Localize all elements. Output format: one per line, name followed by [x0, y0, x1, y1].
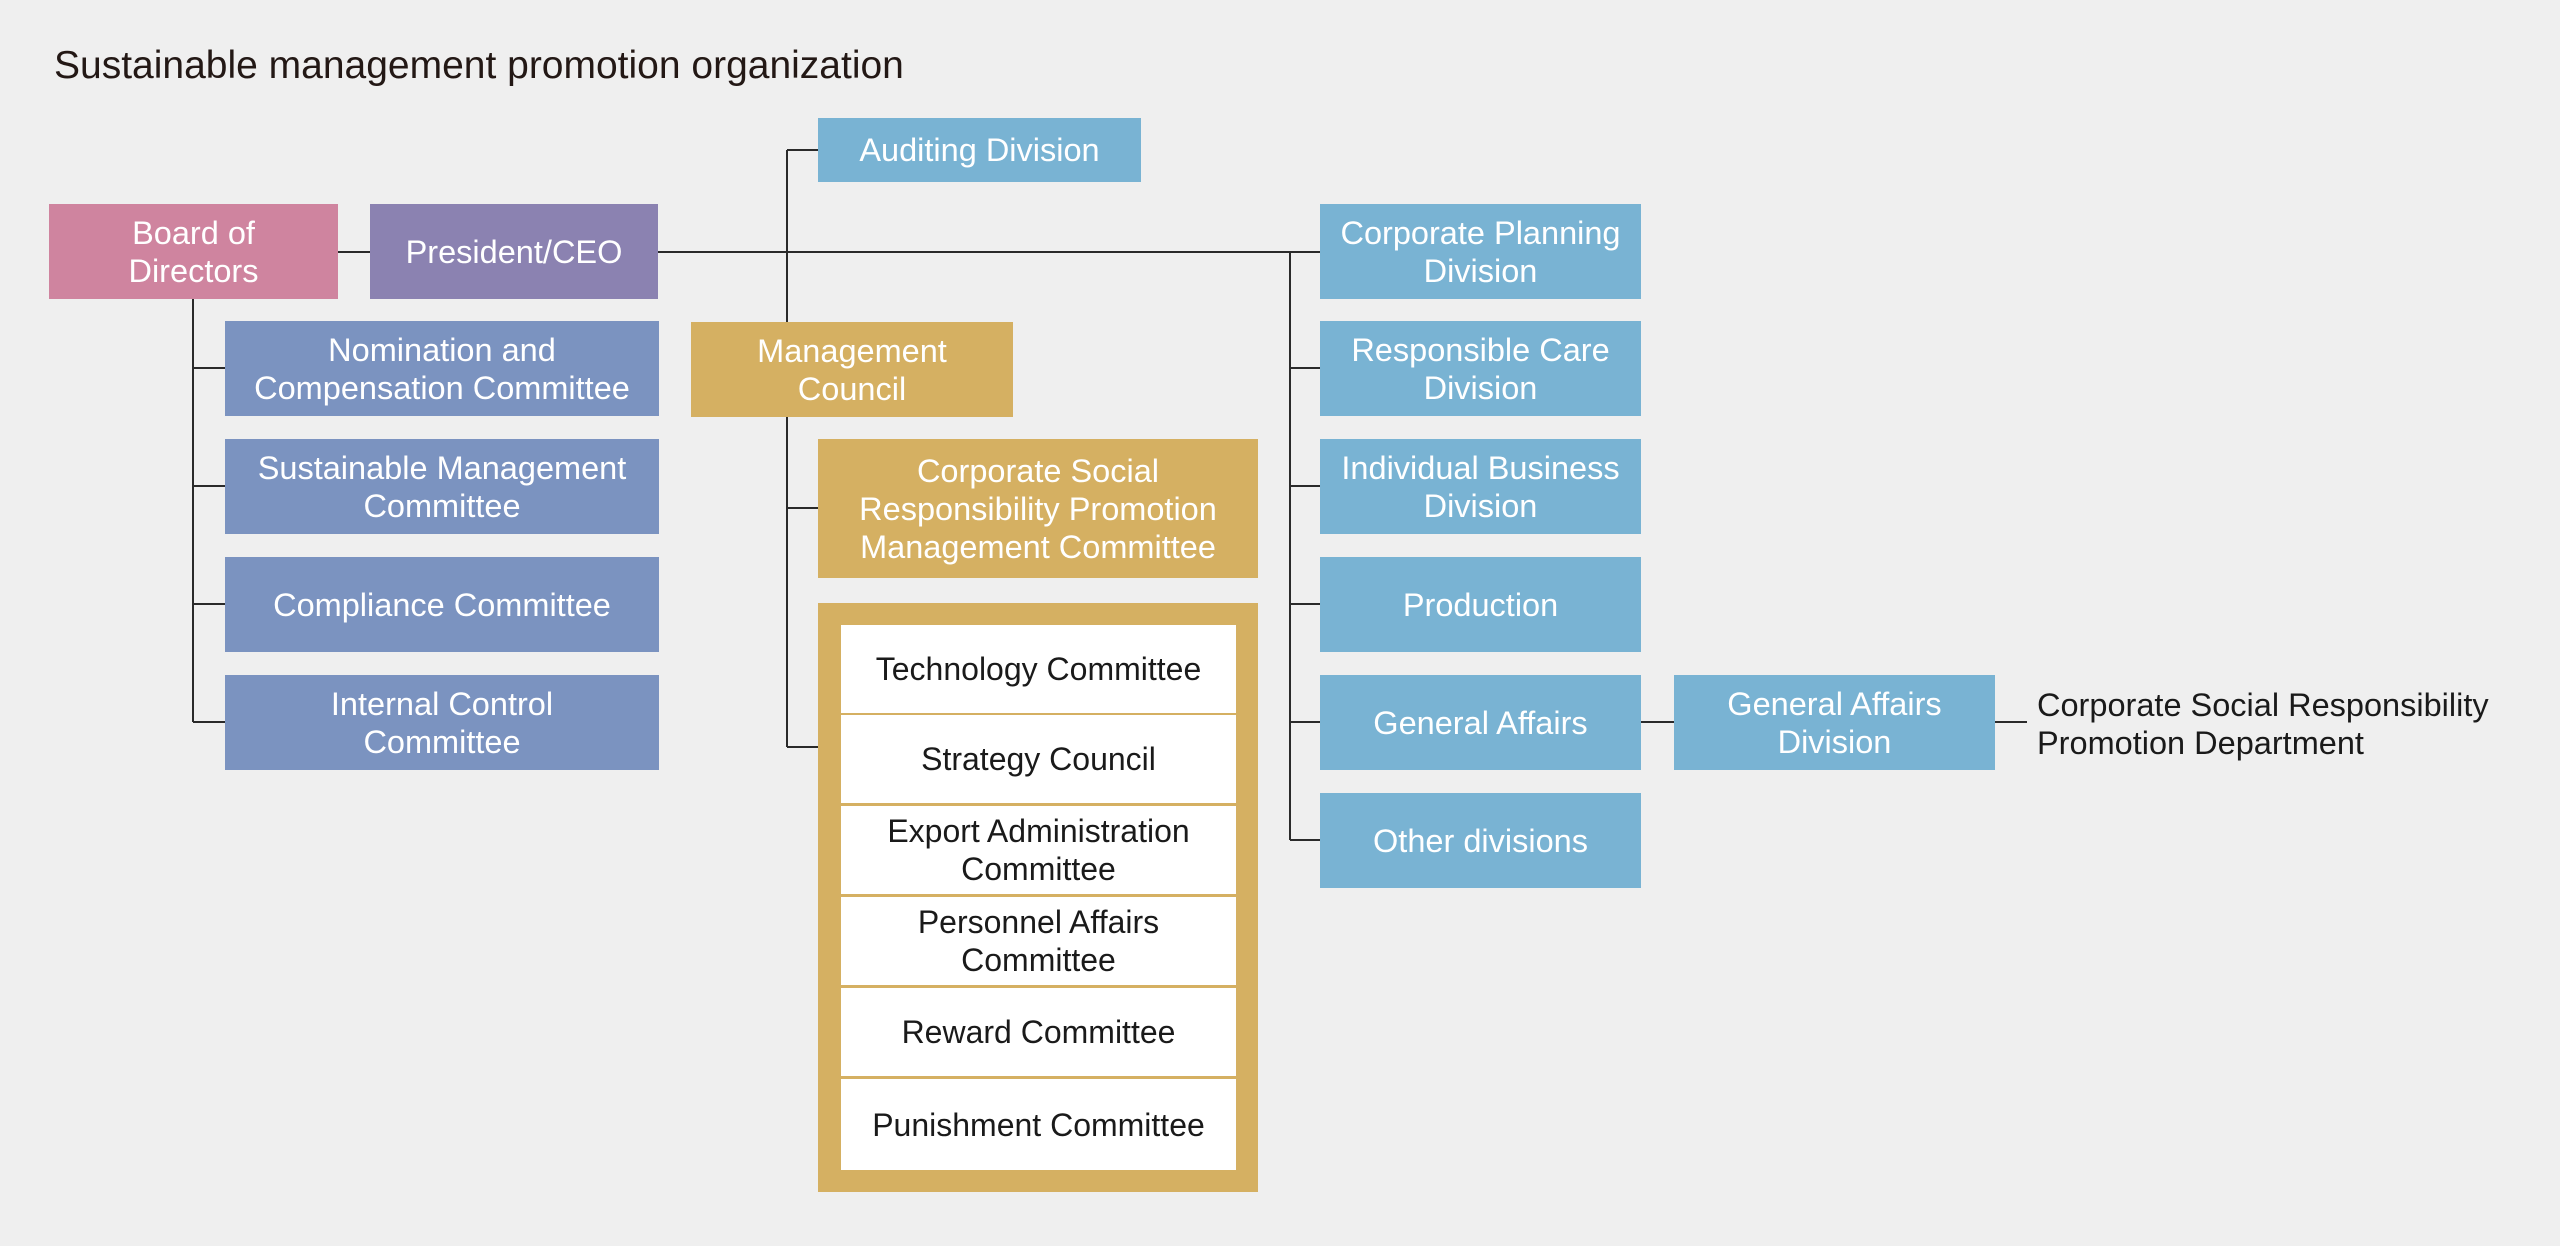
general-affairs-division-node: General Affairs Division — [1674, 675, 1995, 770]
csr-promotion-department-label: Corporate Social Responsibility Promotio… — [2037, 687, 2489, 761]
sustainable-management-committee-node: Sustainable Management Committee — [225, 439, 659, 534]
individual-business-division-node: Individual Business Division — [1320, 439, 1641, 534]
management-council-node: Management Council — [691, 322, 1013, 417]
board-of-directors-node: Board of Directors — [49, 204, 338, 299]
general-affairs-node: General Affairs — [1320, 675, 1641, 770]
technology-committee-cell: Technology Committee — [841, 625, 1236, 713]
auditing-division-node: Auditing Division — [818, 118, 1141, 182]
other-divisions-node: Other divisions — [1320, 793, 1641, 888]
president-ceo-node: President/CEO — [370, 204, 658, 299]
production-node: Production — [1320, 557, 1641, 652]
export-administration-committee-cell: Export Administration Committee — [841, 806, 1236, 894]
reward-committee-cell: Reward Committee — [841, 988, 1236, 1076]
strategy-council-cell: Strategy Council — [841, 715, 1236, 803]
punishment-committee-cell: Punishment Committee — [841, 1079, 1236, 1170]
csr-promotion-management-committee-node: Corporate Social Responsibility Promotio… — [818, 439, 1258, 578]
compliance-committee-node: Compliance Committee — [225, 557, 659, 652]
personnel-affairs-committee-cell: Personnel Affairs Committee — [841, 897, 1236, 985]
corporate-planning-division-node: Corporate Planning Division — [1320, 204, 1641, 299]
responsible-care-division-node: Responsible Care Division — [1320, 321, 1641, 416]
page-title: Sustainable management promotion organiz… — [54, 44, 904, 87]
nomination-compensation-committee-node: Nomination and Compensation Committee — [225, 321, 659, 416]
internal-control-committee-node: Internal Control Committee — [225, 675, 659, 770]
